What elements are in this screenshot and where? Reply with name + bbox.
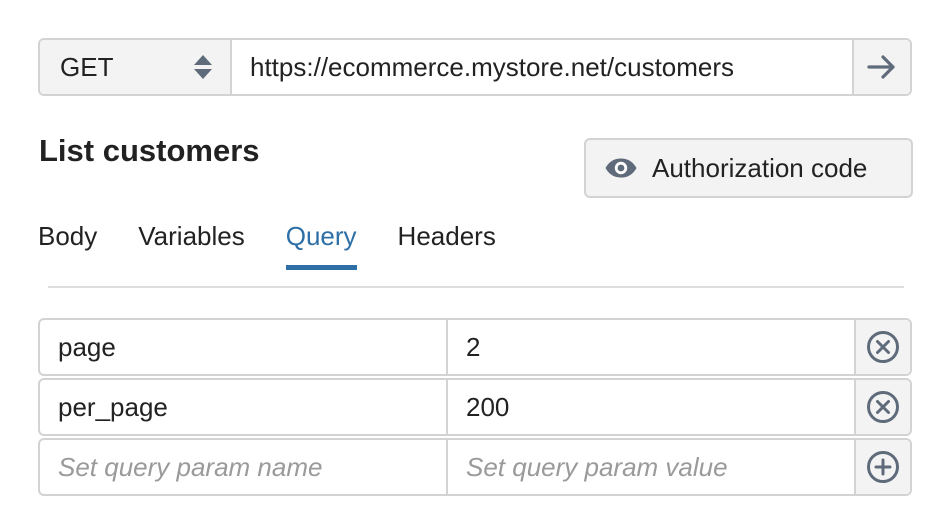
method-label: GET [60,51,114,82]
table-row: page 2 [38,318,912,376]
method-select[interactable]: GET [40,40,232,94]
remove-param-button[interactable] [856,320,910,374]
page-title: List customers [39,133,260,168]
tab-divider [48,286,904,288]
tab-query[interactable]: Query [285,214,357,270]
authorization-label: Authorization code [652,152,868,183]
sort-arrows-icon [194,55,212,79]
new-param-row: Set query param name Set query param val… [38,438,912,496]
send-request-button[interactable] [852,40,910,94]
remove-param-button[interactable] [856,380,910,434]
add-param-button[interactable] [856,440,910,494]
param-value-input[interactable]: 2 [448,320,856,374]
remove-circle-icon [867,391,899,423]
eye-icon [604,157,638,179]
tab-headers[interactable]: Headers [397,221,496,251]
request-bar: GET https://ecommerce.mystore.net/custom… [38,38,912,96]
arrow-right-icon [867,55,895,79]
new-param-name-input[interactable]: Set query param name [40,440,448,494]
tab-variables[interactable]: Variables [138,221,245,251]
table-row: per_page 200 [38,378,912,436]
tab-bar: Body Variables Query Headers [38,214,537,270]
authorization-button[interactable]: Authorization code [584,138,913,198]
url-input[interactable]: https://ecommerce.mystore.net/customers [250,51,735,82]
param-name-input[interactable]: per_page [40,380,448,434]
query-params-table: page 2 per_page 200 Set query param name… [38,318,912,498]
remove-circle-icon [867,331,899,363]
param-name-input[interactable]: page [40,320,448,374]
tab-body[interactable]: Body [38,221,98,251]
param-value-input[interactable]: 200 [448,380,856,434]
new-param-value-input[interactable]: Set query param value [448,440,856,494]
add-circle-icon [867,451,899,483]
